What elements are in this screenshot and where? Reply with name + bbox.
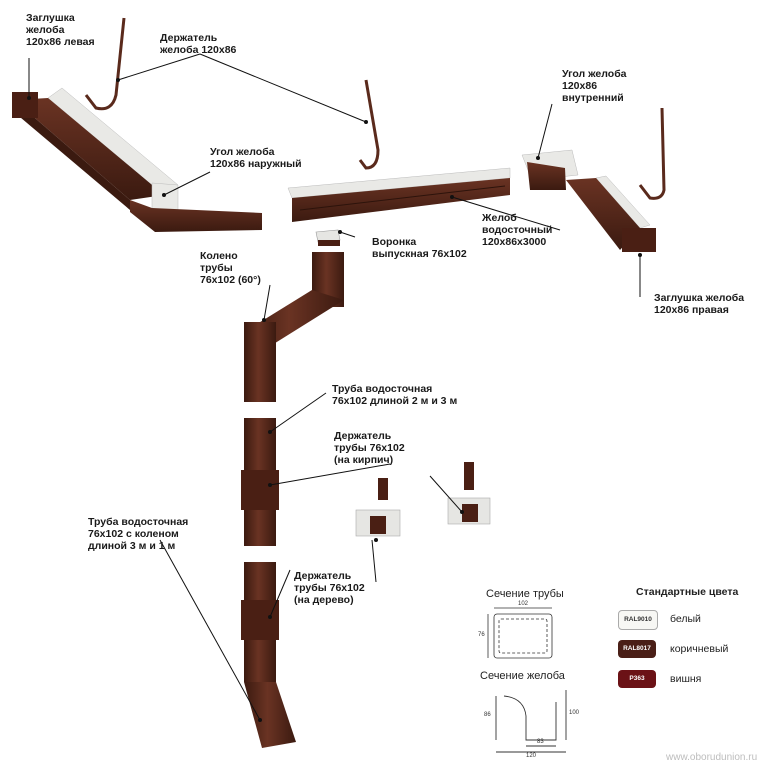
label-pipe-with-elbow: Труба водосточная 76х102 с коленом длино… bbox=[88, 516, 189, 552]
pipe-height-dim: 76 bbox=[478, 632, 485, 638]
label-outer-corner: Угол желоба 120х86 наружный bbox=[210, 146, 302, 170]
gutter-width-dim: 120 bbox=[526, 753, 537, 759]
pipe-section-title: Сечение трубы bbox=[486, 588, 564, 600]
color-swatch-brown: RAL8017 bbox=[618, 640, 656, 658]
pipe-width-dim: 102 bbox=[518, 601, 529, 607]
label-pipe-holder-brick: Держатель трубы 76х102 (на кирпич) bbox=[334, 430, 405, 466]
pipe-section-drawing bbox=[487, 607, 553, 659]
label-elbow: Колено трубы 76х102 (60°) bbox=[200, 250, 261, 286]
gutter-section-drawing bbox=[495, 690, 567, 753]
color-swatch-white: RAL9010 bbox=[618, 610, 658, 630]
color-swatch-cherry: P363 bbox=[618, 670, 656, 688]
color-name-cherry: вишня bbox=[670, 673, 702, 685]
label-gutter: Желоб водосточный 120х86х3000 bbox=[482, 212, 553, 248]
label-pipe: Труба водосточная 76х102 длиной 2 м и 3 … bbox=[332, 383, 458, 407]
end-cap-left-part bbox=[12, 92, 38, 118]
left-gutter bbox=[12, 87, 179, 210]
pipe-holder-brick-part bbox=[447, 462, 491, 525]
label-end-cap-right: Заглушка желоба 120х86 правая bbox=[654, 292, 745, 316]
gutter-height-left-dim: 86 bbox=[484, 712, 491, 718]
center-gutter-part bbox=[287, 167, 511, 222]
elbow-part bbox=[244, 252, 344, 402]
gutter-hooks bbox=[84, 17, 666, 200]
gutter-bottom-dim: 83 bbox=[537, 739, 544, 745]
watermark: www.oborudunion.ru bbox=[666, 752, 758, 763]
color-name-brown: коричневый bbox=[670, 643, 729, 655]
gutter-section-title: Сечение желоба bbox=[480, 670, 565, 682]
outlet-funnel bbox=[315, 229, 341, 246]
label-outlet: Воронка выпускная 76х102 bbox=[372, 236, 467, 260]
leader-lines bbox=[28, 53, 641, 721]
label-end-cap-left: Заглушка желоба 120х86 левая bbox=[26, 12, 95, 48]
pipe-holder-wood-part bbox=[355, 478, 401, 537]
color-name-white: белый bbox=[670, 613, 701, 625]
end-cap-right-part bbox=[622, 228, 656, 252]
label-inner-corner: Угол желоба 120х86 внутренний bbox=[562, 68, 627, 104]
colors-title: Стандартные цвета bbox=[636, 586, 739, 598]
label-gutter-holder: Держатель желоба 120х86 bbox=[160, 32, 237, 56]
gutter-height-right-dim: 100 bbox=[569, 710, 580, 716]
leader-dots bbox=[27, 78, 642, 722]
label-pipe-holder-wood: Держатель трубы 76х102 (на дерево) bbox=[294, 570, 365, 606]
pipe-part bbox=[241, 418, 296, 748]
right-gutter-part bbox=[521, 149, 656, 252]
